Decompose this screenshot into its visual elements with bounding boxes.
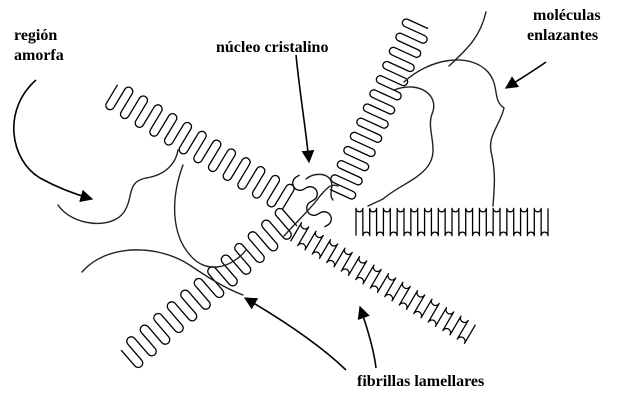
- lamella-upper-right: [330, 19, 428, 199]
- amorphous-chain: [175, 165, 246, 267]
- lamella-horizontal: [356, 208, 548, 235]
- lamella-lower-left: [121, 208, 297, 367]
- label-crystalline-core: núcleo cristalino: [216, 39, 328, 56]
- arrow-crystalline-core: [296, 55, 309, 162]
- lamella-lower-right: [291, 223, 476, 344]
- label-amorphous-region-line2: amorfa: [14, 47, 64, 64]
- tie-molecule: [449, 12, 486, 66]
- label-amorphous-region-line1: región: [14, 27, 57, 44]
- arrow-tie-molecules: [506, 62, 546, 88]
- label-tie-molecules-line1: moléculas: [533, 7, 601, 24]
- labels: región amorfa núcleo cristalino molécula…: [14, 7, 601, 390]
- amorphous-chain: [368, 87, 434, 206]
- label-lamellar-fibrils: fibrillas lamellares: [357, 373, 484, 390]
- lamellae-group: [106, 19, 548, 367]
- arrow-fibril-left: [245, 298, 346, 370]
- tie-molecule: [404, 60, 504, 206]
- amorphous-chain: [58, 150, 178, 223]
- arrow-fibril-right: [360, 307, 376, 368]
- label-tie-molecules-line2: enlazantes: [527, 27, 598, 44]
- lamella-core: [293, 175, 332, 227]
- lamella-upper-left: [106, 85, 294, 209]
- arrow-amorphous-region: [14, 80, 92, 199]
